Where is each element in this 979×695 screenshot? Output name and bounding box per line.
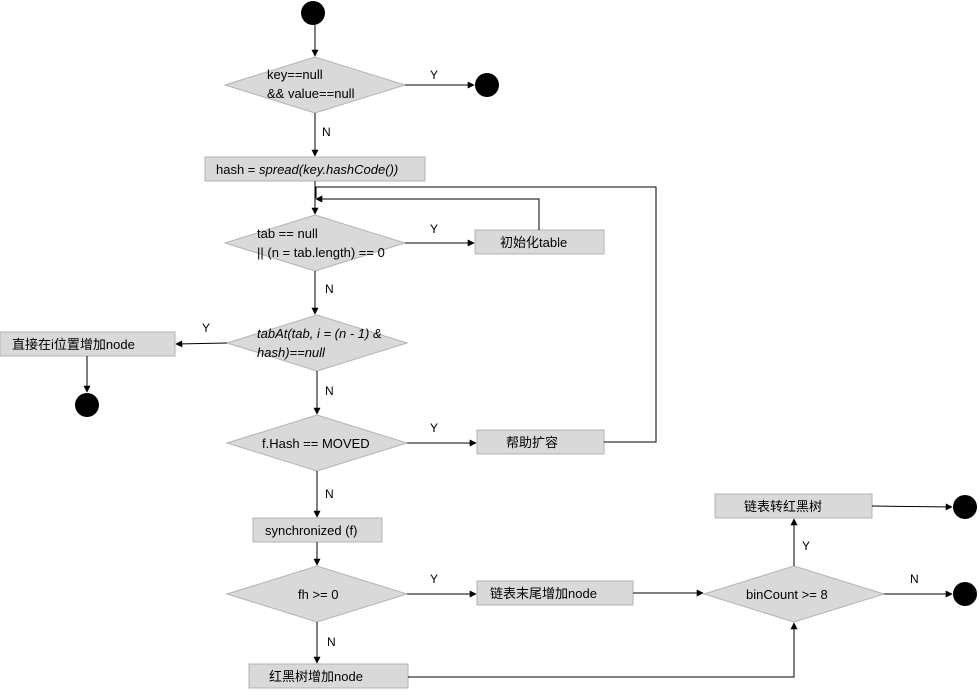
label-bincount-yes: Y [802, 539, 810, 553]
process-hash-call: spread(key.hashCode()) [259, 162, 398, 177]
process-help-resize: 帮助扩容 [476, 429, 605, 455]
label-tabat-check-no: N [325, 384, 334, 398]
decision-fh-check: fh >= 0 [225, 565, 409, 623]
label-fh-check-yes: Y [430, 572, 438, 586]
decision-moved-check-line1: f.Hash == MOVED [262, 436, 370, 451]
label-tab-check-yes: Y [430, 222, 438, 236]
start-node [301, 1, 325, 25]
process-synchronized-label: synchronized (f) [265, 523, 357, 538]
decision-tab-check-line1: tab == null [257, 226, 318, 241]
process-list-to-tree: 链表转红黑树 [714, 493, 873, 519]
decision-tabat-check-line1: tabAt(tab, i = (n - 1) & [257, 326, 382, 341]
process-list-to-tree-label: 链表转红黑树 [744, 499, 822, 514]
decision-moved-check: f.Hash == MOVED [225, 414, 409, 472]
label-tab-check-no: N [325, 282, 334, 296]
decision-tab-check-line2: || (n = tab.length) == 0 [257, 245, 385, 260]
end-node-null [475, 73, 499, 97]
label-fh-check-no: N [327, 635, 336, 649]
edge-tabat-check-yes [175, 340, 228, 348]
decision-tab-check: tab == null || (n = tab.length) == 0 [223, 214, 407, 272]
label-null-check-no: N [322, 125, 331, 139]
edge-list-to-tree-to-end [871, 503, 953, 511]
process-hash: hash = spread(key.hashCode()) [204, 156, 426, 182]
connectors [83, 25, 953, 678]
process-direct-add: 直接在i位置增加node [0, 331, 176, 357]
process-list-tail-add: 链表末尾增加node [476, 580, 634, 606]
process-tree-add-label: 红黑树增加node [269, 669, 363, 684]
edge-help-resize-loop [315, 186, 657, 443]
process-init-table: 初始化table [474, 229, 605, 255]
process-init-table-label: 初始化table [500, 235, 567, 250]
decision-bincount-check: binCount >= 8 [702, 565, 886, 623]
label-tabat-check-yes: Y [202, 321, 210, 335]
edge-tree-add-to-bincount [408, 622, 798, 678]
decision-bincount-check-line1: binCount >= 8 [746, 587, 828, 602]
label-moved-check-yes: Y [430, 421, 438, 435]
process-synchronized: synchronized (f) [252, 517, 383, 543]
end-node-list [953, 582, 977, 606]
edge-labels: Y N Y N Y N Y N Y N Y N [202, 68, 919, 649]
decision-tabat-check-line2: hash)==null [257, 345, 326, 360]
edge-init-table-loop [315, 195, 540, 230]
process-hash-label: hash = spread(key.hashCode()) [216, 162, 398, 177]
end-node-tree [953, 495, 977, 519]
decision-null-check-line2: && value==null [267, 86, 355, 101]
decision-null-check-line1: key==null [267, 67, 323, 82]
label-bincount-no: N [910, 572, 919, 586]
process-list-tail-add-label: 链表末尾增加node [490, 586, 597, 601]
process-tree-add: 红黑树增加node [248, 663, 409, 689]
process-direct-add-label: 直接在i位置增加node [12, 337, 135, 352]
process-hash-prefix: hash = [216, 162, 259, 177]
decision-null-check: key==null && value==null [223, 56, 407, 114]
process-help-resize-label: 帮助扩容 [506, 435, 558, 450]
label-moved-check-no: N [325, 487, 334, 501]
end-node-direct-add [75, 393, 99, 417]
label-null-check-yes: Y [430, 68, 438, 82]
decision-tabat-check: tabAt(tab, i = (n - 1) & hash)==null [225, 314, 409, 372]
decision-fh-check-line1: fh >= 0 [298, 587, 338, 602]
